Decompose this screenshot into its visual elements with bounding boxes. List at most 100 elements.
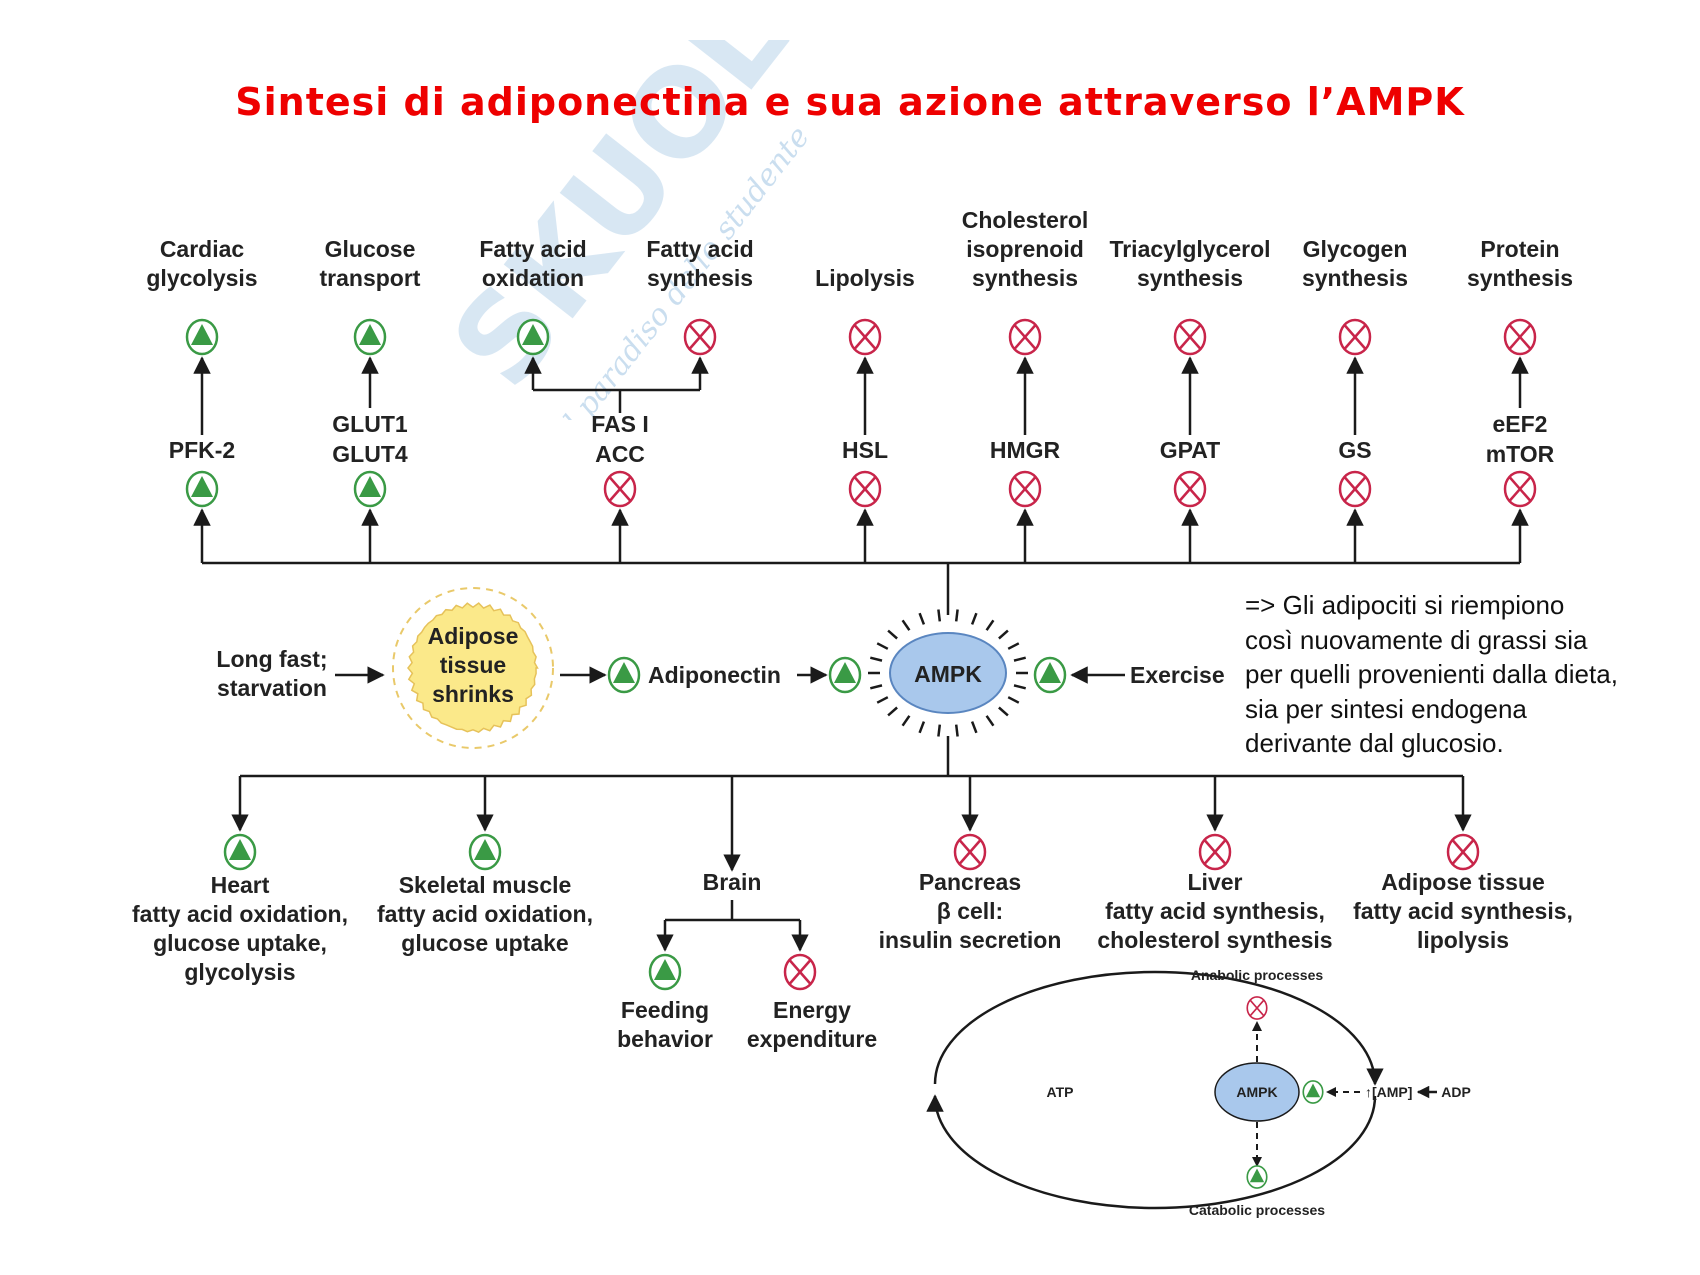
activation-triangle <box>613 662 635 683</box>
amp-signal-label: ↑[AMP] <box>1365 1084 1412 1100</box>
enzyme-label: PFK-2 <box>169 437 235 463</box>
adp-label: ADP <box>1441 1084 1471 1100</box>
activation-triangle <box>474 839 496 860</box>
enzyme-label: GS <box>1338 437 1371 463</box>
activation-icon <box>648 953 682 991</box>
inhibition-icon <box>1338 470 1372 508</box>
organ-effects-label: fatty acid synthesis,cholesterol synthes… <box>1097 898 1332 953</box>
ampk-activation-ray <box>869 684 883 690</box>
inhibition-icon <box>1198 833 1232 871</box>
adipose-outline <box>392 587 554 749</box>
organ-effects-label-line: insulin secretion <box>879 927 1062 953</box>
adipose-label-line: Adipose <box>428 623 519 649</box>
organ-label: Liver <box>1188 869 1243 895</box>
enzyme-label-line: GLUT4 <box>332 441 408 467</box>
activation-triangle <box>1249 1168 1265 1183</box>
ampk-activation-ray <box>876 642 889 650</box>
inhibition-icon <box>1008 318 1042 356</box>
organ-effects-label: fatty acid synthesis,lipolysis <box>1353 898 1573 953</box>
process-label-line: synthesis <box>1137 265 1243 291</box>
activation-triangle <box>359 476 381 497</box>
enzyme-label-line: GS <box>1338 437 1371 463</box>
inhibition-icon <box>683 318 717 356</box>
enzyme-label-line: GLUT1 <box>332 411 408 437</box>
ampk-activation-ray <box>887 629 898 640</box>
process-label-line: Protein <box>1480 236 1559 262</box>
inhibition-icon <box>1338 318 1372 356</box>
ampk-activation-ray <box>985 715 995 727</box>
note-line: sia per sintesi endogena <box>1245 693 1527 724</box>
process-label: Lipolysis <box>815 265 915 291</box>
ampk-activation-ray <box>918 612 926 625</box>
process-label-line: Fatty acid <box>479 236 586 262</box>
process-label: Protein synthesis <box>1467 236 1573 291</box>
activation-triangle <box>1305 1083 1321 1098</box>
inhibition-icon <box>1008 470 1042 508</box>
activation-triangle <box>1039 662 1061 683</box>
enzyme-label-line: ACC <box>595 441 645 467</box>
note-line: così nuovamente di grassi sia <box>1245 624 1588 655</box>
activation-triangle <box>229 839 251 860</box>
activation-icon <box>516 318 550 356</box>
inhibition-icon <box>1503 470 1537 508</box>
exercise-label: Exercise <box>1130 662 1225 688</box>
process-label-line: synthesis <box>972 265 1078 291</box>
enzyme-label-line: FAS I <box>591 411 649 437</box>
organ-effects-label: fatty acid oxidation,glucose uptake,glyc… <box>132 901 348 985</box>
activation-icon <box>468 833 502 871</box>
brain-effect-label-line: behavior <box>617 1026 713 1052</box>
process-label-line: synthesis <box>1467 265 1573 291</box>
activation-icon <box>353 318 387 356</box>
atp-label: ATP <box>1047 1084 1074 1100</box>
adiponectin-label: Adiponectin <box>648 662 781 688</box>
inhibition-cross <box>788 959 812 985</box>
ampk-activation-ray <box>901 619 911 631</box>
organ-effects-label-line: cholesterol synthesis <box>1097 927 1332 953</box>
inhibition-icon <box>848 470 882 508</box>
inhibition-cross <box>1013 476 1037 502</box>
diagram-nodes <box>185 318 1537 1189</box>
inhibition-icon <box>1173 470 1207 508</box>
inhibition-cross <box>1178 476 1202 502</box>
ampk-activation-ray <box>901 715 911 727</box>
activation-icon <box>607 656 641 694</box>
activation-icon <box>185 318 219 356</box>
trigger-label-line: starvation <box>217 675 327 701</box>
process-label-line: transport <box>320 265 421 291</box>
ampk-activation-ray <box>869 656 883 662</box>
organ-effects-label-line: β cell: <box>937 898 1003 924</box>
organ-effects-label-line: fatty acid oxidation, <box>377 901 593 927</box>
process-label-line: synthesis <box>647 265 753 291</box>
inhibition-icon <box>953 833 987 871</box>
inhibition-cross <box>958 839 982 865</box>
organ-label: Pancreas <box>919 869 1021 895</box>
ampk-label: AMPK <box>914 661 982 687</box>
organ-label: Heart <box>211 872 270 898</box>
activation-triangle <box>359 324 381 345</box>
branch-line <box>533 388 700 413</box>
activation-triangle <box>191 476 213 497</box>
organ-effects-label-line: fatty acid oxidation, <box>132 901 348 927</box>
enzyme-label: HMGR <box>990 437 1061 463</box>
ampk-activation-ray <box>918 721 926 734</box>
inhibition-cross <box>853 324 877 350</box>
adipose-label-line: tissue <box>440 652 506 678</box>
process-label-line: oxidation <box>482 265 584 291</box>
cycle-arc-bottom <box>926 1094 1377 1210</box>
ampk-activation-ray <box>1007 696 1020 704</box>
inhibition-icon <box>1446 833 1480 871</box>
note-line: derivante dal glucosio. <box>1245 728 1504 758</box>
brain-branch-line <box>665 900 800 922</box>
inhibition-cross <box>1343 476 1367 502</box>
adipose-tissue-blob <box>407 602 539 734</box>
enzyme-label: HSL <box>842 437 888 463</box>
ampk-activation-ray <box>985 619 995 631</box>
brain-effect-label-line: Energy <box>773 997 851 1023</box>
connector-lines <box>193 356 1529 1210</box>
inhibition-cross <box>1203 839 1227 865</box>
ampk-activation-ray <box>998 706 1009 717</box>
